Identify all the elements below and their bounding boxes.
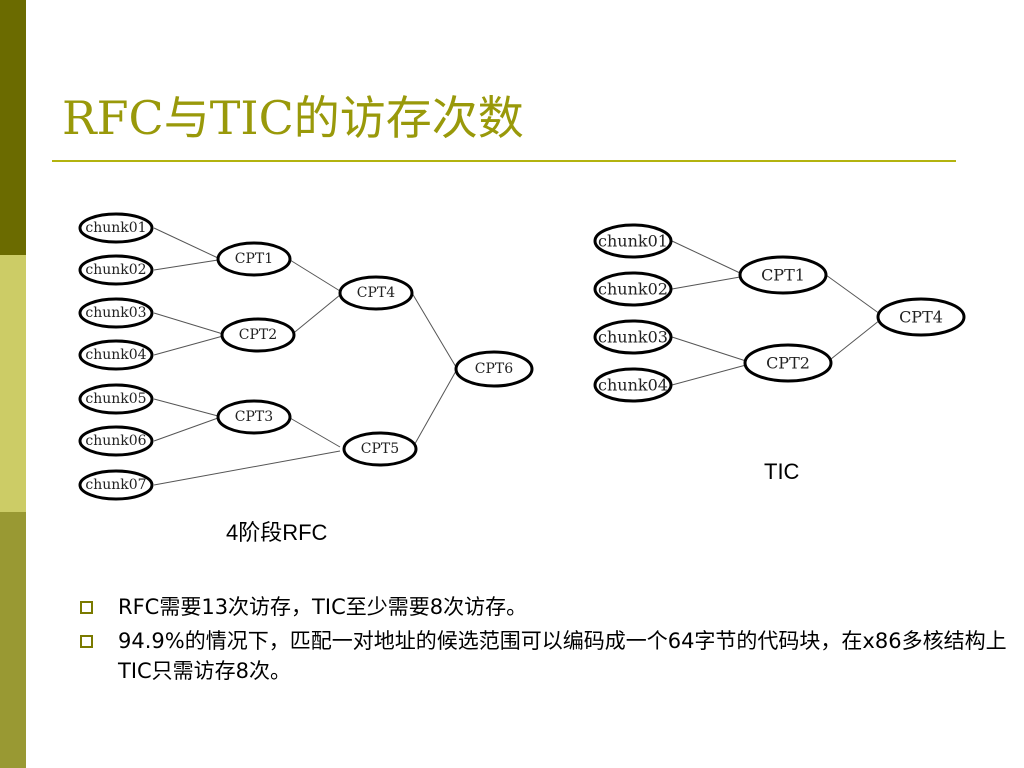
- rfc-label-cpt4: CPT4: [357, 285, 395, 301]
- rfc-node-cpt6: [454, 350, 534, 388]
- side-bar-bottom: [0, 512, 26, 768]
- tic-node-chunk01: [593, 223, 673, 259]
- side-bar-middle: [0, 255, 26, 512]
- tic-label-cpt2: CPT2: [766, 354, 810, 373]
- bullet-list: RFC需要13次访存，TIC至少需要8次访存。 94.9%的情况下，匹配一对地址…: [80, 592, 1010, 690]
- rfc-node-chunk01: [78, 212, 154, 244]
- rfc-label-chunk02: chunk02: [85, 262, 146, 278]
- rfc-node-chunk07: [78, 469, 154, 501]
- tic-label-chunk02: chunk02: [598, 280, 668, 299]
- square-bullet-icon: [80, 601, 93, 614]
- rfc-label-cpt5: CPT5: [361, 441, 399, 457]
- tic-diagram: chunk01 chunk02 chunk03 chunk04 CPT1 CPT…: [593, 223, 966, 403]
- tic-label-cpt4: CPT4: [899, 308, 943, 327]
- rfc-node-cpt1: [216, 241, 292, 277]
- rfc-node-chunk05: [78, 383, 154, 415]
- side-bar-top: [0, 0, 26, 255]
- rfc-diagram: chunk01 chunk02 chunk03 chunk04 chunk05 …: [78, 212, 534, 501]
- rfc-label-chunk05: chunk05: [85, 391, 146, 407]
- tic-caption: TIC: [764, 459, 800, 484]
- tic-node-chunk04: [593, 367, 673, 403]
- bullet-text: 94.9%的情况下，匹配一对地址的候选范围可以编码成一个64字节的代码块，在x8…: [118, 629, 1007, 683]
- rfc-node-cpt5: [342, 431, 418, 467]
- tic-label-chunk03: chunk03: [598, 328, 668, 347]
- tic-node-cpt1: [738, 255, 828, 295]
- tic-node-cpt4: [876, 297, 966, 337]
- rfc-label-cpt2: CPT2: [239, 327, 277, 343]
- rfc-label-chunk07: chunk07: [85, 477, 146, 493]
- rfc-node-chunk03: [78, 297, 154, 329]
- rfc-label-chunk06: chunk06: [85, 433, 146, 449]
- bullet-item: 94.9%的情况下，匹配一对地址的候选范围可以编码成一个64字节的代码块，在x8…: [80, 626, 1010, 686]
- rfc-node-chunk02: [78, 254, 154, 286]
- bullet-item: RFC需要13次访存，TIC至少需要8次访存。: [80, 592, 1010, 622]
- tic-label-chunk04: chunk04: [598, 376, 668, 395]
- tic-edges: [671, 240, 881, 386]
- square-bullet-icon: [80, 635, 93, 648]
- tic-label-chunk01: chunk01: [598, 232, 668, 251]
- rfc-node-cpt4: [338, 275, 414, 311]
- tic-node-chunk03: [593, 319, 673, 355]
- rfc-node-chunk04: [78, 339, 154, 371]
- bullet-text: RFC需要13次访存，TIC至少需要8次访存。: [118, 595, 528, 619]
- rfc-label-chunk04: chunk04: [85, 347, 146, 363]
- rfc-edges: [153, 227, 457, 486]
- tic-label-cpt1: CPT1: [761, 266, 805, 285]
- rfc-label-chunk03: chunk03: [85, 305, 146, 321]
- title-underline: [52, 160, 956, 162]
- tic-node-cpt2: [743, 343, 833, 383]
- tic-node-chunk02: [593, 271, 673, 307]
- rfc-label-cpt6: CPT6: [475, 361, 513, 377]
- rfc-node-chunk06: [78, 425, 154, 457]
- rfc-label-cpt3: CPT3: [235, 409, 273, 425]
- rfc-label-chunk01: chunk01: [85, 220, 146, 236]
- rfc-node-cpt2: [220, 317, 296, 353]
- rfc-node-cpt3: [216, 399, 292, 435]
- slide-title: RFC与TIC的访存次数: [62, 91, 524, 145]
- rfc-label-cpt1: CPT1: [235, 251, 273, 267]
- rfc-caption: 4阶段RFC: [226, 520, 328, 545]
